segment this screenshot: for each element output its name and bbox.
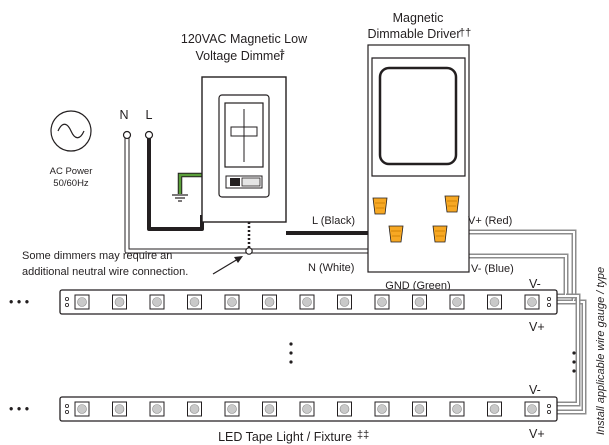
led-chip-lens <box>152 297 162 307</box>
led-chip-lens <box>227 404 237 414</box>
driver-transformer <box>378 66 458 166</box>
strip-top-continuation: • • • <box>9 295 29 309</box>
led-chip-lens <box>339 404 350 414</box>
led-chip-lens <box>227 297 237 307</box>
led-chip-lens <box>527 404 537 414</box>
led-chip-lens <box>114 297 125 307</box>
led-chip-lens <box>414 297 425 307</box>
led-chip-lens <box>77 297 87 307</box>
dimmer-footnote-mark: † <box>279 48 285 60</box>
neutral-terminal-label: N <box>119 108 128 122</box>
line-black-label: L (Black) <box>312 215 355 227</box>
driver-title-line2: Dimmable Driver <box>367 27 460 41</box>
strip-vertical-continuation <box>289 342 293 364</box>
strip-bottom-continuation: • • • <box>9 402 29 416</box>
wire-nut-white <box>388 225 404 243</box>
led-chip-lens <box>264 297 275 307</box>
led-chip-lens <box>527 297 537 307</box>
ground-green-label: GND (Green) <box>385 280 450 292</box>
led-chip-lens <box>189 404 200 414</box>
ac-power-source: AC Power 50/60Hz <box>50 110 93 189</box>
led-strip-bottom <box>59 396 558 422</box>
strip-top-vplus-label: V+ <box>529 320 545 334</box>
wire-nut-black <box>372 197 388 215</box>
line-black-wire-in <box>147 135 204 231</box>
line-terminal <box>144 130 154 140</box>
led-chip-lens <box>377 404 387 414</box>
dimmer-ground-wire <box>172 172 202 202</box>
ac-power-frequency: 50/60Hz <box>53 178 89 189</box>
led-chip-lens <box>302 404 312 414</box>
led-strip-label: LED Tape Light / Fixture <box>218 430 352 444</box>
led-chip-lens <box>114 404 125 414</box>
driver: Magnetic Dimmable Driver †† <box>367 11 471 273</box>
led-chip-lens <box>302 297 312 307</box>
driver-title-line1: Magnetic <box>393 11 444 25</box>
led-chip-lens <box>452 297 462 307</box>
note-arrow-icon <box>212 258 239 275</box>
led-chip-lens <box>377 297 387 307</box>
led-chip-lens <box>264 404 275 414</box>
wire-nuts <box>372 195 460 243</box>
dimmer: 120VAC Magnetic Low Voltage Dimmer † <box>181 32 308 255</box>
led-strip-top <box>59 289 558 315</box>
neutral-white-label: N (White) <box>308 262 354 274</box>
sine-wave-icon <box>57 123 85 139</box>
strip-top-vminus-label: V- <box>529 277 541 291</box>
led-chip-lens <box>77 404 87 414</box>
strip-bottom-vminus-label: V- <box>529 383 541 397</box>
led-chip-lens <box>152 404 162 414</box>
neutral-terminal <box>122 130 132 140</box>
wire-nut-blue <box>432 225 448 243</box>
wire-nut-red <box>444 195 460 213</box>
neutral-note-line1: Some dimmers may require an <box>22 250 172 262</box>
vplus-red-label: V+ (Red) <box>468 215 512 227</box>
wire-gauge-note: Install applicable wire gauge / type <box>595 267 607 435</box>
led-chip-lens <box>189 297 200 307</box>
neutral-note: Some dimmers may require an additional n… <box>22 250 243 278</box>
vminus-blue-label: V- (Blue) <box>471 263 514 275</box>
led-chip-lens <box>489 404 500 414</box>
led-chip-lens <box>452 404 462 414</box>
ac-power-label: AC Power <box>50 166 93 177</box>
driver-footnote-mark: †† <box>459 27 471 39</box>
led-strip-footnote-mark: ‡‡ <box>357 429 369 441</box>
dimmer-title-line2: Voltage Dimmer <box>196 49 285 63</box>
neutral-note-line2: additional neutral wire connection. <box>22 266 188 278</box>
dimmer-title-line1: 120VAC Magnetic Low <box>181 32 308 46</box>
line-terminal-label: L <box>146 108 153 122</box>
led-chip-lens <box>339 297 350 307</box>
strip-bottom-vplus-label: V+ <box>529 427 545 441</box>
led-chip-lens <box>489 297 500 307</box>
led-chip-lens <box>414 404 425 414</box>
